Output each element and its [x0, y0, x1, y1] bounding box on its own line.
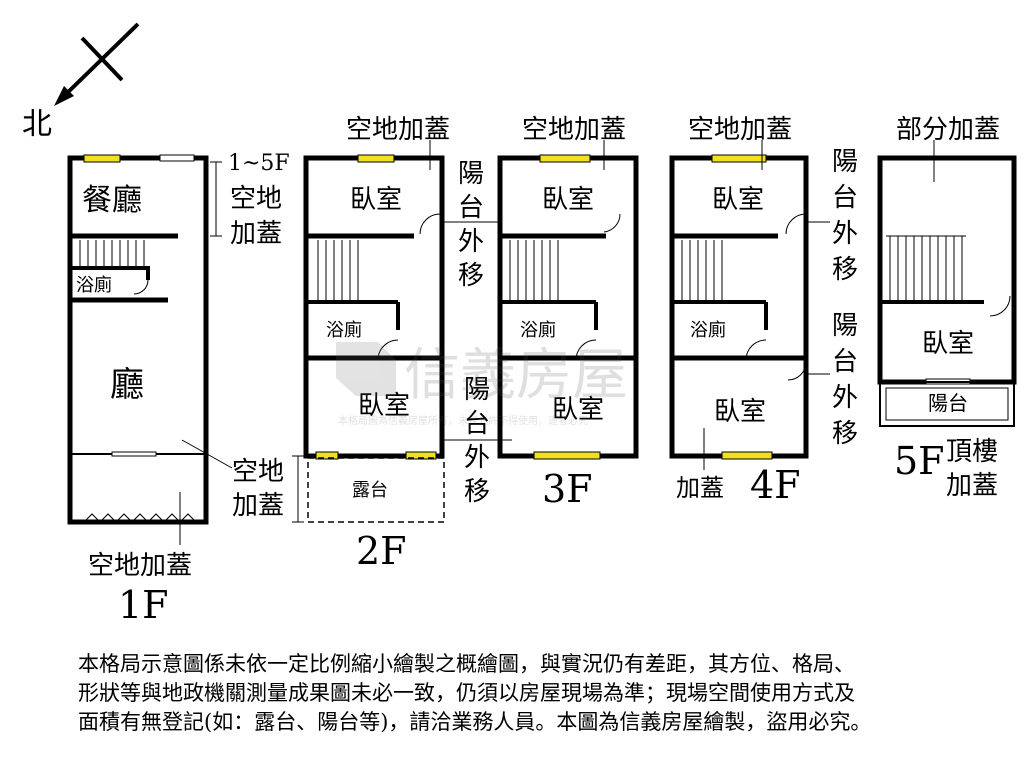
- room-bath-2f: 浴廁: [326, 319, 362, 341]
- note-2f-side-b4: 移: [464, 477, 490, 507]
- note-2f-top: 空地加蓋: [346, 115, 450, 145]
- room-bedroom-2f-b: 臥室: [358, 391, 410, 421]
- north-arrow-icon: [54, 22, 140, 106]
- room-bath-1f: 浴廁: [76, 274, 112, 296]
- floor-3-plan: [497, 140, 639, 460]
- room-bedroom-2f-a: 臥室: [350, 185, 402, 215]
- floor-label-4f: 4F: [750, 463, 801, 507]
- room-bedroom-5f: 臥室: [922, 329, 974, 359]
- watermark-brand: 信義房屋: [404, 343, 628, 408]
- room-bath-3f: 浴廁: [520, 319, 556, 341]
- note-4f-side-b2: 台: [832, 347, 858, 377]
- north-label: 北: [22, 107, 52, 142]
- room-living: 廳: [110, 365, 144, 405]
- floor-2-plan: [292, 140, 512, 523]
- note-5f-roof-1: 頂樓: [946, 437, 998, 467]
- disclaimer: 本格局示意圖係未依一定比例縮小繪製之概繪圖，與實況仍有差距，其方位、格局、 形狀…: [78, 650, 998, 737]
- note-1f-top-line2: 空地: [230, 184, 282, 214]
- note-1f-side-line1: 空地: [232, 457, 284, 487]
- note-4f-top: 空地加蓋: [688, 115, 792, 145]
- note-5f-roof-2: 加蓋: [946, 471, 998, 501]
- note-4f-side-a2: 台: [832, 183, 858, 213]
- room-bedroom-3f-a: 臥室: [542, 185, 594, 215]
- note-4f-side-b1: 陽: [832, 311, 858, 341]
- floor-label-2f: 2F: [356, 529, 407, 573]
- floor-label-5f: 5F: [894, 439, 945, 483]
- floor-label-3f: 3F: [542, 467, 593, 511]
- room-terrace: 露台: [352, 480, 388, 501]
- room-bath-4f: 浴廁: [690, 319, 726, 341]
- room-dining: 餐廳: [82, 183, 142, 218]
- note-4f-side-a4: 移: [832, 255, 858, 285]
- floor-4-plan: [669, 140, 830, 470]
- disclaimer-line-3: 面積有無登記(如：露台、陽台等)，請洽業務人員。本圖為信義房屋繪製，盜用必究。: [78, 710, 872, 734]
- note-2f-side-a2: 台: [458, 193, 484, 223]
- room-bedroom-4f-b: 臥室: [714, 397, 766, 427]
- disclaimer-line-2: 形狀等與地政機關測量成果圖未必一致，仍須以房屋現場為準；現場空間使用方式及: [78, 681, 855, 705]
- room-bedroom-3f-b: 臥室: [552, 395, 604, 425]
- floor-5-plan: [877, 140, 1017, 427]
- watermark-small: 本格局圖為信義房屋所有，未經允許不得使用，違者必究: [338, 414, 588, 427]
- note-2f-side-a4: 移: [458, 261, 484, 291]
- room-bedroom-4f-a: 臥室: [712, 185, 764, 215]
- note-2f-side-b3: 外: [464, 443, 490, 473]
- note-1f-bottom: 空地加蓋: [88, 551, 192, 581]
- note-4f-bottom: 加蓋: [676, 474, 724, 502]
- note-5f-top: 部分加蓋: [896, 115, 1000, 145]
- note-4f-side-a3: 外: [832, 219, 858, 249]
- note-2f-side-b2: 台: [464, 409, 490, 439]
- note-2f-side-a1: 陽: [458, 159, 484, 189]
- floor-label-1f: 1F: [118, 583, 169, 627]
- note-3f-top: 空地加蓋: [522, 115, 626, 145]
- disclaimer-line-1: 本格局示意圖係未依一定比例縮小繪製之概繪圖，與實況仍有差距，其方位、格局、: [78, 652, 855, 676]
- note-1f-5f: 1~5F: [228, 151, 290, 176]
- note-4f-side-a1: 陽: [832, 147, 858, 177]
- note-1f-side-line2: 加蓋: [232, 491, 284, 521]
- note-4f-side-b3: 外: [832, 383, 858, 413]
- note-2f-side-a3: 外: [458, 227, 484, 257]
- floor-1-plan: [67, 154, 233, 545]
- note-1f-top-line3: 加蓋: [230, 219, 282, 249]
- room-balcony-5f: 陽台: [928, 391, 968, 415]
- note-2f-side-b1: 陽: [464, 375, 490, 405]
- watermark-logo-icon: [336, 342, 396, 396]
- note-4f-side-b4: 移: [832, 419, 858, 449]
- watermark: 信義房屋 本格局圖為信義房屋所有，未經允許不得使用，違者必究: [336, 342, 628, 427]
